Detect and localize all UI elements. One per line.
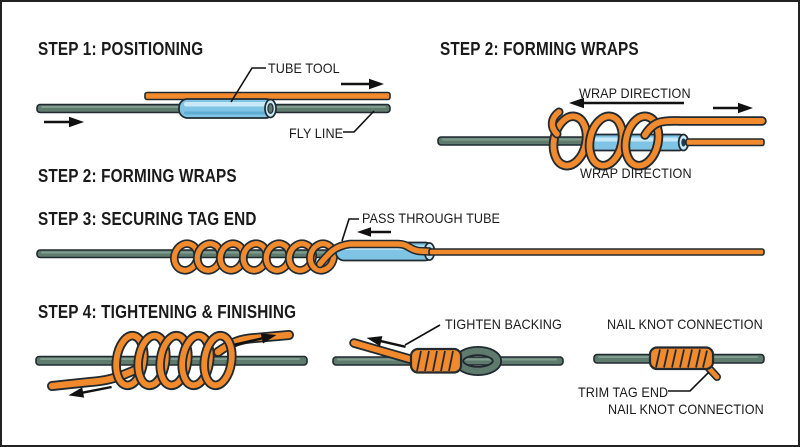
step4-tighten-knot-diagram — [332, 324, 564, 376]
arrow-right-icon — [341, 78, 384, 90]
step2-diagram — [437, 97, 767, 171]
arrow-up-right-icon — [234, 333, 277, 346]
step2-title-repeat: STEP 2: FORMING WRAPS — [38, 166, 237, 186]
backing-wraps — [170, 239, 338, 275]
trim-tag-end-label: TRIM TAG END — [578, 384, 669, 400]
arrow-up-left-icon — [366, 336, 406, 348]
trim-tag-end-leader-line — [668, 371, 710, 392]
backing-line — [685, 138, 765, 147]
step3-title: STEP 3: SECURING TAG END — [38, 209, 257, 229]
tube-tool-leader-line — [230, 67, 266, 103]
tighten-backing-label: TIGHTEN BACKING — [445, 316, 562, 332]
step1-title: STEP 1: POSITIONING — [38, 39, 204, 59]
step4-loose-knot-diagram — [35, 330, 308, 398]
step2-title: STEP 2: FORMING WRAPS — [440, 39, 639, 59]
step4-title: STEP 4: TIGHTENING & FINISHING — [38, 302, 297, 322]
tube-tool — [587, 133, 690, 152]
arrow-down-left-icon — [68, 385, 112, 398]
tube-tool-label: TUBE TOOL — [268, 60, 340, 76]
arrow-right-icon — [44, 116, 84, 128]
nail-knot-connection-top-label: NAIL KNOT CONNECTION — [607, 316, 763, 332]
arrow-left-icon — [569, 97, 684, 109]
backing-wraps — [547, 107, 767, 171]
step3-diagram — [36, 218, 765, 275]
arrow-right-icon — [713, 102, 753, 114]
wrap-direction-bottom-label: WRAP DIRECTION — [580, 165, 692, 181]
fly-line — [437, 136, 594, 146]
fly-line — [35, 355, 308, 366]
tube-tool — [178, 98, 277, 119]
nail-knot-barrel — [648, 346, 715, 371]
nail-knot-connection-bottom-label: NAIL KNOT CONNECTION — [608, 401, 764, 417]
nail-knot-barrel — [409, 347, 463, 374]
step4-finished-knot-diagram — [593, 346, 765, 392]
fly-line-label: FLY LINE — [289, 125, 344, 141]
fly-line-leader-line — [343, 110, 375, 133]
tighten-backing-leader-line — [404, 324, 441, 346]
pass-through-tube-leader-line — [341, 218, 359, 242]
backing-tag-end-line — [428, 248, 765, 256]
arrow-left-icon — [357, 227, 391, 237]
pass-through-tube-label: PASS THROUGH TUBE — [362, 210, 501, 226]
step1-diagram — [36, 67, 391, 133]
wrap-direction-top-label: WRAP DIRECTION — [579, 85, 691, 101]
backing-wraps — [111, 330, 237, 391]
